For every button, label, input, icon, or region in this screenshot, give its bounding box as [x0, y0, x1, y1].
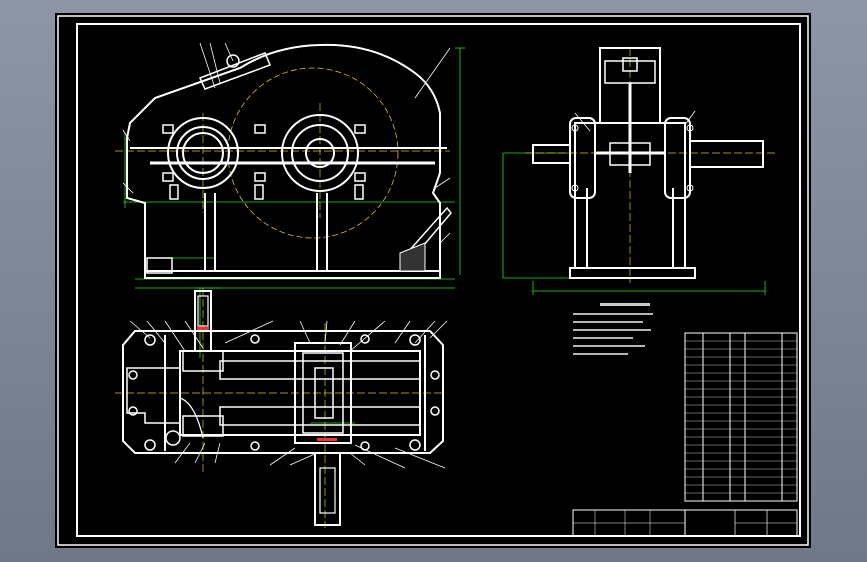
inner-border — [76, 23, 801, 537]
cad-drawing-canvas[interactable] — [55, 13, 811, 548]
side-view — [502, 47, 775, 295]
technical-notes — [573, 303, 653, 355]
plan-view — [115, 287, 448, 528]
outer-border — [57, 15, 809, 546]
gearbox-assembly-drawing — [57, 15, 809, 546]
front-view — [115, 42, 465, 289]
parts-list-table — [684, 332, 798, 502]
title-block — [572, 509, 798, 537]
